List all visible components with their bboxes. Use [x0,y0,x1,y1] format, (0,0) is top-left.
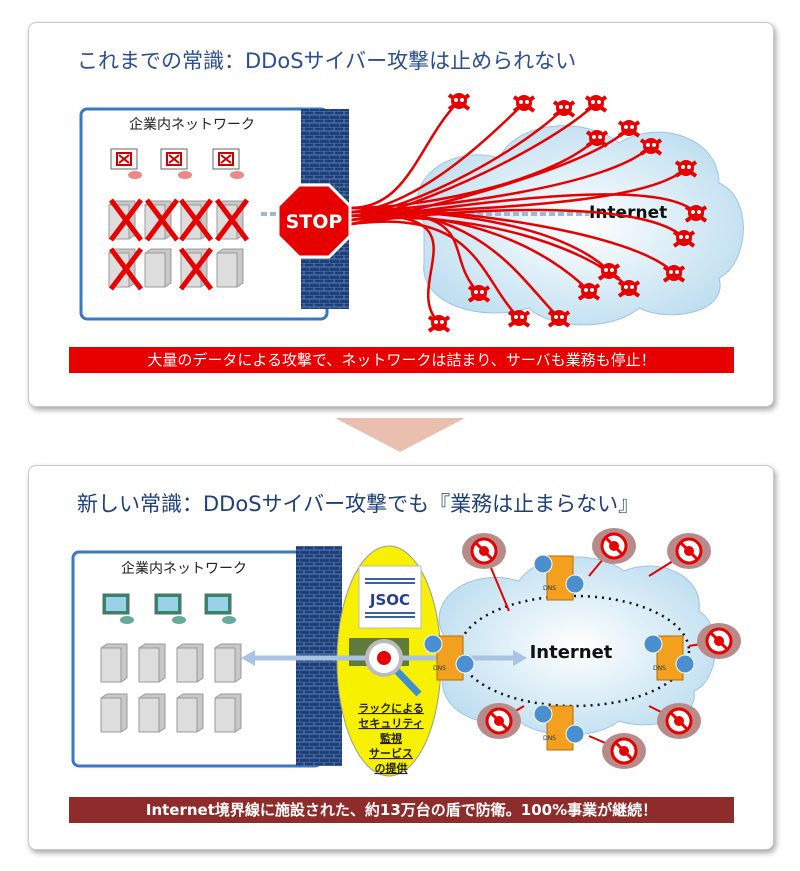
dns-shield-server: DNS [533,704,585,751]
svg-text:サービス: サービス [369,746,413,760]
pc-icon [204,593,236,624]
attack-lines [350,100,697,324]
server-icon [176,693,204,733]
attack-line [350,206,560,319]
pc-icons-working [102,593,236,624]
attack-line [350,214,440,324]
pc-icon [154,593,186,624]
jsoc-logo: JSOC [358,565,422,629]
pc-icon [110,148,142,179]
attack-line [350,137,598,210]
skull-icon [597,263,621,281]
server-icon [144,248,172,288]
dns-shield-server: DNS [643,634,695,681]
svg-text:監視: 監視 [380,731,402,745]
skull-icon [674,160,698,178]
attack-line [350,220,520,319]
before-banner: 大量のデータによる攻撃で、ネットワークは詰まり、サーバも業務も停止！ [69,347,734,373]
svg-text:DNS: DNS [543,585,556,592]
dns-shield-server: DNS [533,554,585,601]
skull-icon [547,310,571,328]
skull-icon [639,138,663,156]
pc-icon [160,148,192,179]
svg-text:の提供: の提供 [375,761,408,775]
transition-arrow-icon [335,418,465,452]
server-icon [176,643,204,683]
svg-text:セキュリティ: セキュリティ [358,717,423,730]
svg-text:JSOC: JSOC [369,591,410,609]
server-icon [214,693,242,733]
skull-icon [585,130,609,148]
internet-label: Internet [589,203,667,223]
blocked-skull-icon [592,528,636,564]
before-title: これまでの常識：DDoSサイバー攻撃は止められない [77,49,577,73]
attack-line [350,213,590,292]
dns-shield-server: DNS [423,634,475,681]
internet-label: Internet [530,642,613,663]
blocked-skull-icon [667,533,711,569]
skull-icon [672,230,696,248]
svg-text:STOP: STOP [286,211,343,233]
magnifier-icon [365,639,422,697]
skull-icon [617,120,641,138]
skull-icon [467,285,491,303]
stop-sign: STOP [276,183,352,259]
server-icons-failed [108,198,249,291]
skull-icon [512,95,536,113]
pc-icons-failed [110,148,244,179]
failure-x-icon [109,198,143,242]
server-icon [138,643,166,683]
svg-text:DNS: DNS [543,735,556,742]
failure-x-icon [179,247,213,291]
skull-icon [507,310,531,328]
skull-icon [427,315,451,333]
server-icon [138,693,166,733]
failure-x-icon [145,198,179,242]
dns-shield-servers: DNS DNS DNS DNS [423,554,695,751]
internet-cloud [417,125,744,326]
attacker-skull-icons [427,93,708,333]
after-diagram: Internet 企業内ネットワーク JSOC ラックによる セキュリティ 監視… [71,528,741,777]
before-panel: これまでの常識：DDoSサイバー攻撃は止められない Internet 企業内ネッ… [28,22,774,407]
corporate-network-label: 企業内ネットワーク [129,116,255,133]
failure-x-icon [215,198,249,242]
blocked-skull-icon [697,623,741,659]
server-icon [144,200,172,240]
failure-x-icon [109,247,143,291]
corporate-network-label: 企業内ネットワーク [121,560,247,577]
skull-icon [577,283,601,301]
failure-x-icon [179,198,213,242]
server-icon [216,248,244,288]
svg-text:ラックによる: ラックによる [358,702,424,715]
server-icon [100,693,128,733]
attack-line [350,100,460,210]
svg-text:DNS: DNS [433,665,446,672]
server-icon [100,643,128,683]
after-panel: 新しい常識：DDoSサイバー攻撃でも『業務は止まらない』 Internet 企業… [28,465,774,850]
skull-icon [552,100,576,118]
blocked-skull-icon [462,533,506,569]
attack-line [350,206,675,274]
skull-icon [584,95,608,113]
after-title: 新しい常識：DDoSサイバー攻撃でも『業務は止まらない』 [77,492,640,516]
skull-icon [684,205,708,223]
blocked-skull-icon [657,703,701,739]
server-icon [214,643,242,683]
server-icons-working [100,643,242,733]
blocked-skull-icon [477,703,521,739]
pc-icon [212,148,244,179]
skull-icon [617,280,641,298]
before-diagram: Internet 企業内ネットワーク STOP [79,93,744,333]
pc-icon [102,593,134,624]
attack-line [350,210,480,294]
svg-text:DNS: DNS [653,665,666,672]
skull-icon [447,93,471,111]
service-description: ラックによる セキュリティ 監視 サービス の提供 [358,702,424,775]
skull-icon [662,265,686,283]
after-banner: Internet境界線に施設された、約13万台の盾で防衛。100%事業が継続！ [69,797,734,823]
blocked-attacker-icons [462,528,741,769]
blocked-skull-icon [602,733,646,769]
